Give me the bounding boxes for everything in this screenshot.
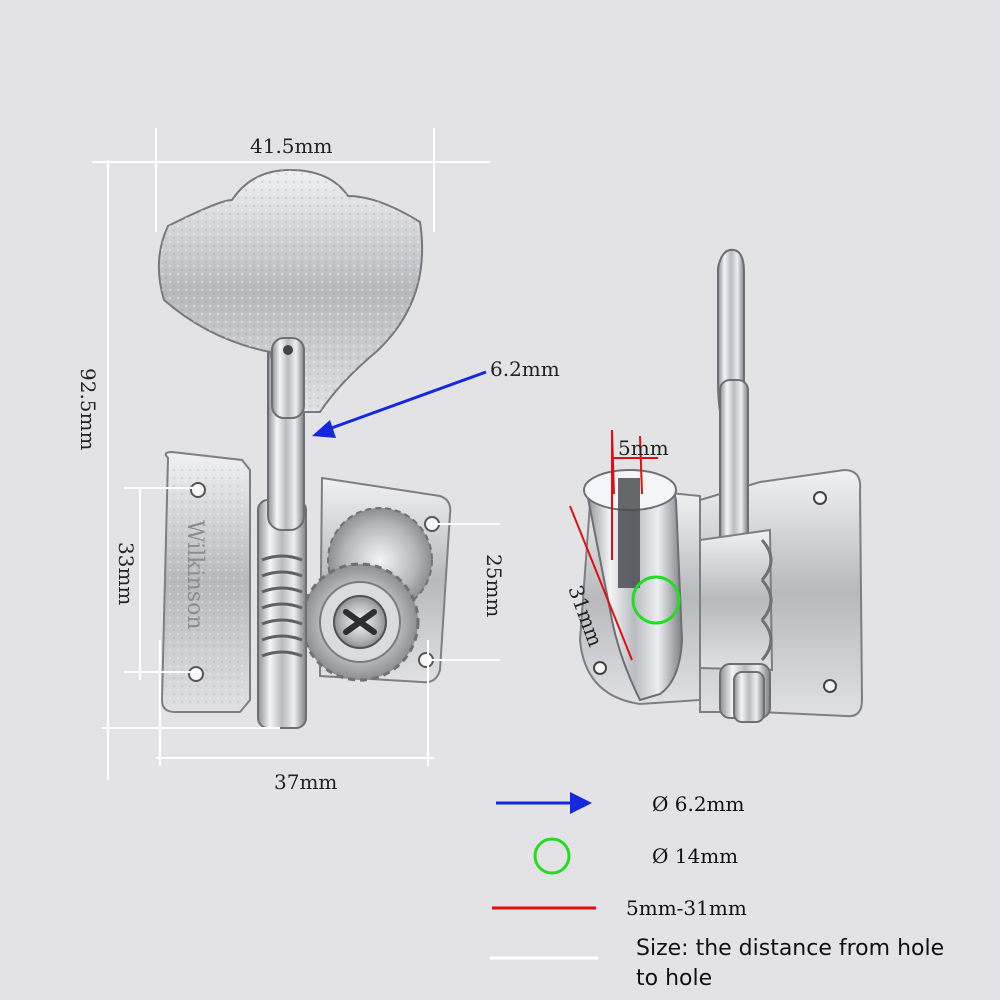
legend-arrow [496,792,592,814]
base-width-label: 37mm [274,770,338,794]
total-height-label: 92.5mm [76,368,100,451]
legend-white-line-label: Size: the distance from hole to hole [636,936,945,991]
brand-emboss: Wilkinson [182,520,207,630]
side-gear-housing [699,528,774,672]
key-hole [283,345,293,355]
worm-thread [261,554,303,658]
post-slot [618,478,640,588]
head-width-label: 41.5mm [250,134,333,158]
dimension-lines-left [92,128,500,780]
diameter-arrow [312,370,487,438]
worm-shaft [257,499,307,729]
mount-hole-top-left [190,482,206,498]
tuner-side-view [578,248,864,723]
slot-width-label: 5mm [618,436,669,460]
post-diameter-label: 6.2mm [490,357,560,381]
left-hole-spacing-label: 33mm [114,542,138,606]
green-diameter-circle [631,575,681,625]
legend-circle-label: Ø 14mm [652,844,739,868]
legend-red-line-label: 5mm-31mm [626,896,747,920]
legend-circle [533,837,571,875]
legend-arrow-label: Ø 6.2mm [652,792,745,816]
mount-hole-bottom-left [188,666,204,682]
right-hole-spacing-label: 25mm [482,554,506,618]
tuner-front-view: Wilkinson [157,168,452,729]
screw-slot [343,609,377,635]
